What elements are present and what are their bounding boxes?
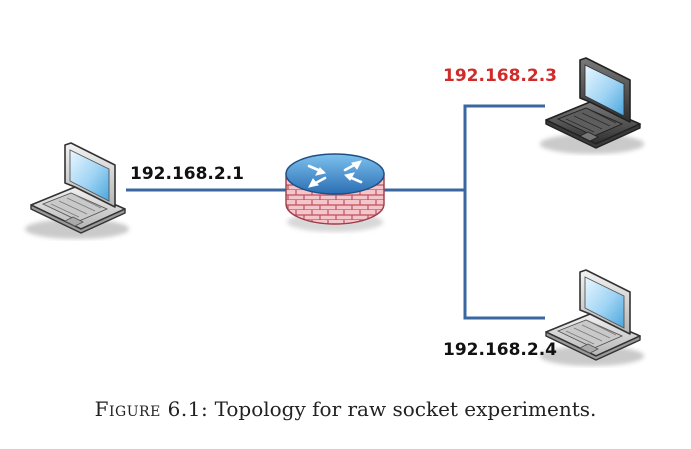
host-top-right-ip-label: 192.168.2.3: [443, 66, 558, 86]
laptop-icon: [25, 143, 129, 239]
host-bottom-right-ip-label: 192.168.2.4: [443, 340, 558, 360]
network-links: [126, 104, 545, 320]
figure-number: Figure 6.1:: [94, 397, 209, 421]
host-left-ip-label: 192.168.2.1: [130, 164, 245, 184]
router-icon: [285, 153, 385, 232]
figure-caption-text: Topology for raw socket experiments.: [214, 397, 597, 421]
link-bus-vertical: [463, 104, 545, 320]
figure-caption: Figure 6.1: Topology for raw socket expe…: [0, 397, 691, 421]
